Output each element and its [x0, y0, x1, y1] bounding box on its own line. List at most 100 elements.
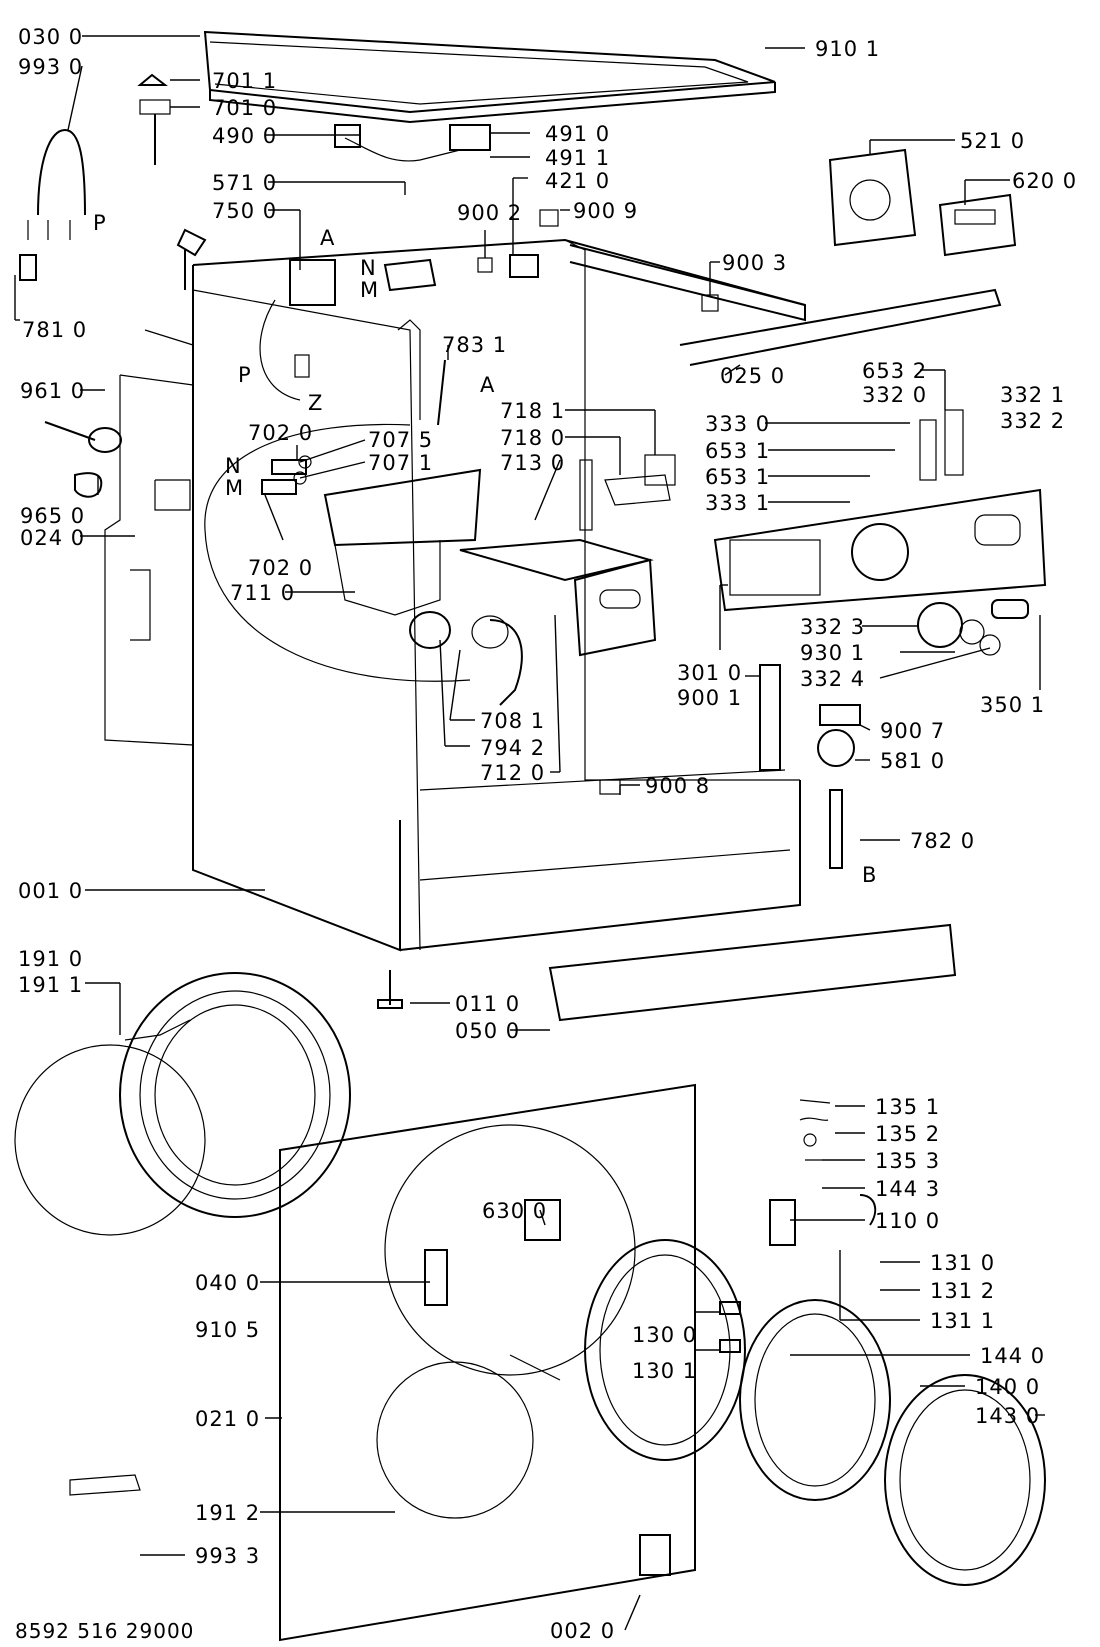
label-001-0: 001 0	[18, 879, 83, 903]
label-191-0: 191 0	[18, 947, 83, 971]
label-521-0: 521 0	[960, 129, 1025, 153]
label-130-1: 130 1	[632, 1359, 697, 1383]
label-025-0: 025 0	[720, 364, 785, 388]
letter-a-pin: A	[480, 373, 495, 397]
label-135-3: 135 3	[875, 1149, 940, 1173]
label-491-1: 491 1	[545, 146, 610, 170]
label-350-1: 350 1	[980, 693, 1045, 717]
letter-m-pump: M	[225, 476, 243, 500]
label-961-0: 961 0	[20, 379, 85, 403]
letter-b: B	[862, 863, 876, 887]
label-781-0: 781 0	[22, 318, 87, 342]
label-900-3: 900 3	[722, 251, 787, 275]
detergent-dispenser	[323, 454, 676, 706]
label-712-0: 712 0	[480, 761, 545, 785]
label-965-0: 965 0	[20, 504, 85, 528]
label-490-0: 490 0	[212, 124, 277, 148]
label-491-0: 491 0	[545, 122, 610, 146]
label-701-1: 701 1	[212, 69, 277, 93]
drum-tub-outline	[204, 423, 471, 682]
cabinet-top-lid	[203, 30, 776, 124]
label-191-1: 191 1	[18, 973, 83, 997]
letter-m-valve: M	[360, 278, 378, 302]
label-333-0: 333 0	[705, 412, 770, 436]
label-191-2: 191 2	[195, 1501, 260, 1525]
label-900-8: 900 8	[645, 774, 710, 798]
letter-n-valve: N	[360, 256, 376, 280]
label-993-3: 993 3	[195, 1544, 260, 1568]
label-333-1: 333 1	[705, 491, 770, 515]
document-number: 8592 516 29000	[15, 1619, 194, 1643]
label-040-0: 040 0	[195, 1271, 260, 1295]
label-910-1: 910 1	[815, 37, 880, 61]
label-653-1-b: 653 1	[705, 465, 770, 489]
label-030-0: 030 0	[18, 25, 83, 49]
label-653-1-a: 653 1	[705, 439, 770, 463]
label-581-0: 581 0	[880, 749, 945, 773]
label-332-4: 332 4	[800, 667, 865, 691]
label-750-0: 750 0	[212, 199, 277, 223]
label-130-0: 130 0	[632, 1323, 697, 1347]
label-900-2: 900 2	[457, 201, 522, 225]
label-930-1: 930 1	[800, 641, 865, 665]
label-718-1: 718 1	[500, 399, 565, 423]
label-332-1: 332 1	[1000, 383, 1065, 407]
label-711-0: 711 0	[230, 581, 295, 605]
control-panel-and-modules	[599, 148, 1047, 869]
part-number-labels: 030 0 993 0 701 1 701 0 490 0 491 0 491 …	[18, 25, 1077, 1643]
label-794-2: 794 2	[480, 736, 545, 760]
side-panel-left	[104, 374, 194, 746]
door-gasket	[14, 972, 351, 1236]
label-332-2: 332 2	[1000, 409, 1065, 433]
label-301-0: 301 0	[677, 661, 742, 685]
label-707-5: 707 5	[368, 428, 433, 452]
label-024-0: 024 0	[20, 526, 85, 550]
letter-n-pump: N	[225, 454, 241, 478]
front-panel	[279, 1083, 696, 1642]
label-900-9: 900 9	[573, 199, 638, 223]
label-993-0: 993 0	[18, 55, 83, 79]
label-653-2: 653 2	[862, 359, 927, 383]
label-782-0: 782 0	[910, 829, 975, 853]
label-783-1: 783 1	[442, 333, 507, 357]
label-140-0: 140 0	[975, 1375, 1040, 1399]
label-144-3: 144 3	[875, 1177, 940, 1201]
connection-letters: P A N M P Z A N M B	[93, 211, 876, 887]
label-110-0: 110 0	[875, 1209, 940, 1233]
label-144-0: 144 0	[980, 1344, 1045, 1368]
label-630-0: 630 0	[482, 1199, 547, 1223]
label-718-0: 718 0	[500, 426, 565, 450]
letter-p-hose: P	[93, 211, 106, 235]
label-011-0: 011 0	[455, 992, 520, 1016]
label-707-1: 707 1	[368, 451, 433, 475]
label-050-0: 050 0	[455, 1019, 520, 1043]
label-332-0: 332 0	[862, 383, 927, 407]
label-021-0: 021 0	[195, 1407, 260, 1431]
label-131-0: 131 0	[930, 1251, 995, 1275]
label-702-0-top: 702 0	[248, 421, 313, 445]
label-900-1: 900 1	[677, 686, 742, 710]
hoses-and-valves	[19, 73, 719, 401]
cabinet-body	[144, 238, 806, 952]
label-571-0: 571 0	[212, 171, 277, 195]
letter-z: Z	[308, 391, 322, 415]
letter-a-valve: A	[320, 226, 335, 250]
label-135-1: 135 1	[875, 1095, 940, 1119]
door-frame-and-glass	[69, 1099, 1046, 1586]
label-701-0: 701 0	[212, 96, 277, 120]
drain-pump-and-filter	[44, 359, 446, 498]
letter-p-tube: P	[238, 363, 251, 387]
kickplate-and-foot	[377, 923, 957, 1022]
label-131-2: 131 2	[930, 1279, 995, 1303]
label-135-2: 135 2	[875, 1122, 940, 1146]
label-332-3: 332 3	[800, 615, 865, 639]
label-910-5: 910 5	[195, 1318, 260, 1342]
label-702-0-bottom: 702 0	[248, 556, 313, 580]
label-131-1: 131 1	[930, 1309, 995, 1333]
label-421-0: 421 0	[545, 169, 610, 193]
label-708-1: 708 1	[480, 709, 545, 733]
label-620-0: 620 0	[1012, 169, 1077, 193]
label-143-0: 143 0	[975, 1404, 1040, 1428]
